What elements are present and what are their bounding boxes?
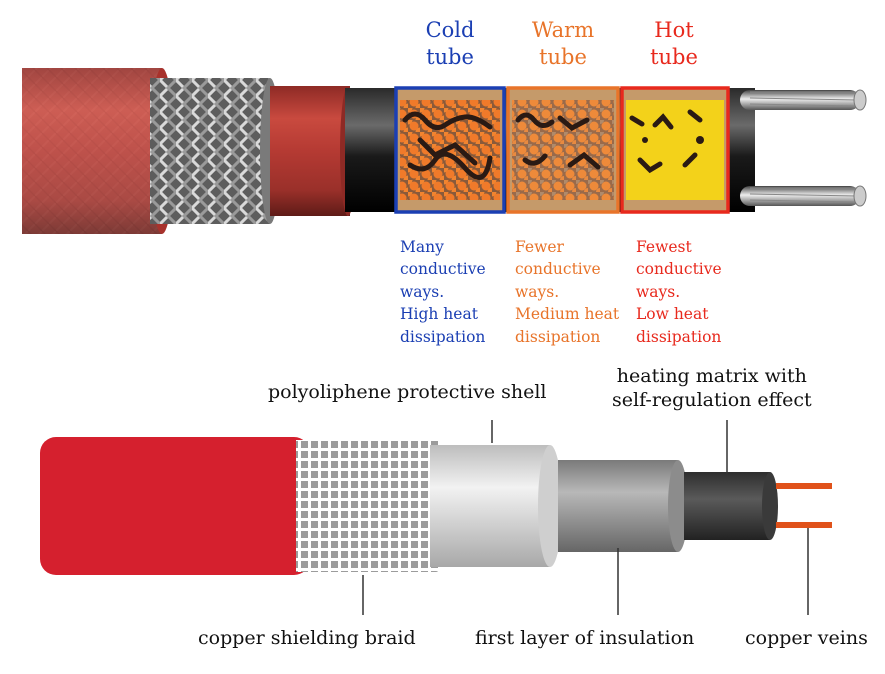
- cold-zone: [396, 88, 504, 212]
- desc-line: Fewer: [515, 236, 619, 258]
- shell-label: polyoliphene protective shell: [268, 381, 547, 403]
- desc-line: dissipation: [515, 326, 619, 348]
- cold-tube-heading: Cold tube: [398, 17, 502, 72]
- desc-line: Many: [400, 236, 486, 258]
- desc-line: Medium heat: [515, 303, 619, 325]
- hot-tube-description: Fewest conductive ways. Low heat dissipa…: [636, 236, 722, 348]
- warm-zone: [508, 88, 618, 212]
- desc-line: dissipation: [636, 326, 722, 348]
- insulation-label: first layer of insulation: [475, 627, 694, 649]
- hot-tube-title-1: Hot: [622, 17, 726, 44]
- desc-line: High heat: [400, 303, 486, 325]
- grey-shell-section: [430, 445, 562, 567]
- desc-line: conductive: [515, 258, 619, 280]
- desc-line: Fewest: [636, 236, 722, 258]
- copper-vein-wires: [776, 483, 832, 528]
- hot-zone: [622, 88, 728, 212]
- warm-tube-title-1: Warm: [510, 17, 616, 44]
- desc-line: ways.: [515, 281, 619, 303]
- desc-line: conductive: [636, 258, 722, 280]
- warm-tube-title-2: tube: [510, 44, 616, 71]
- desc-line: dissipation: [400, 326, 486, 348]
- heating-matrix-section: [684, 472, 778, 540]
- hot-tube-title-2: tube: [622, 44, 726, 71]
- cold-tube-title-1: Cold: [398, 17, 502, 44]
- warm-tube-description: Fewer conductive ways. Medium heat dissi…: [515, 236, 619, 348]
- matrix-label: heating matrix with self-regulation effe…: [612, 365, 812, 413]
- cold-tube-title-2: tube: [398, 44, 502, 71]
- braid-label: copper shielding braid: [198, 627, 416, 649]
- braided-shield: [150, 78, 280, 224]
- shielding-braid-section: [296, 440, 448, 572]
- cold-tube-description: Many conductive ways. High heat dissipat…: [400, 236, 486, 348]
- veins-label: copper veins: [745, 627, 868, 649]
- desc-line: ways.: [400, 281, 486, 303]
- desc-line: conductive: [400, 258, 486, 280]
- inner-red-sheath: [270, 86, 356, 216]
- matrix-label-line-2: self-regulation effect: [612, 389, 812, 413]
- desc-line: Low heat: [636, 303, 722, 325]
- red-protective-shell: [40, 437, 310, 575]
- matrix-label-line-1: heating matrix with: [612, 365, 812, 389]
- insulation-section: [558, 460, 688, 552]
- conductor-wires: [740, 90, 866, 206]
- hot-tube-heading: Hot tube: [622, 17, 726, 72]
- warm-tube-heading: Warm tube: [510, 17, 616, 72]
- desc-line: ways.: [636, 281, 722, 303]
